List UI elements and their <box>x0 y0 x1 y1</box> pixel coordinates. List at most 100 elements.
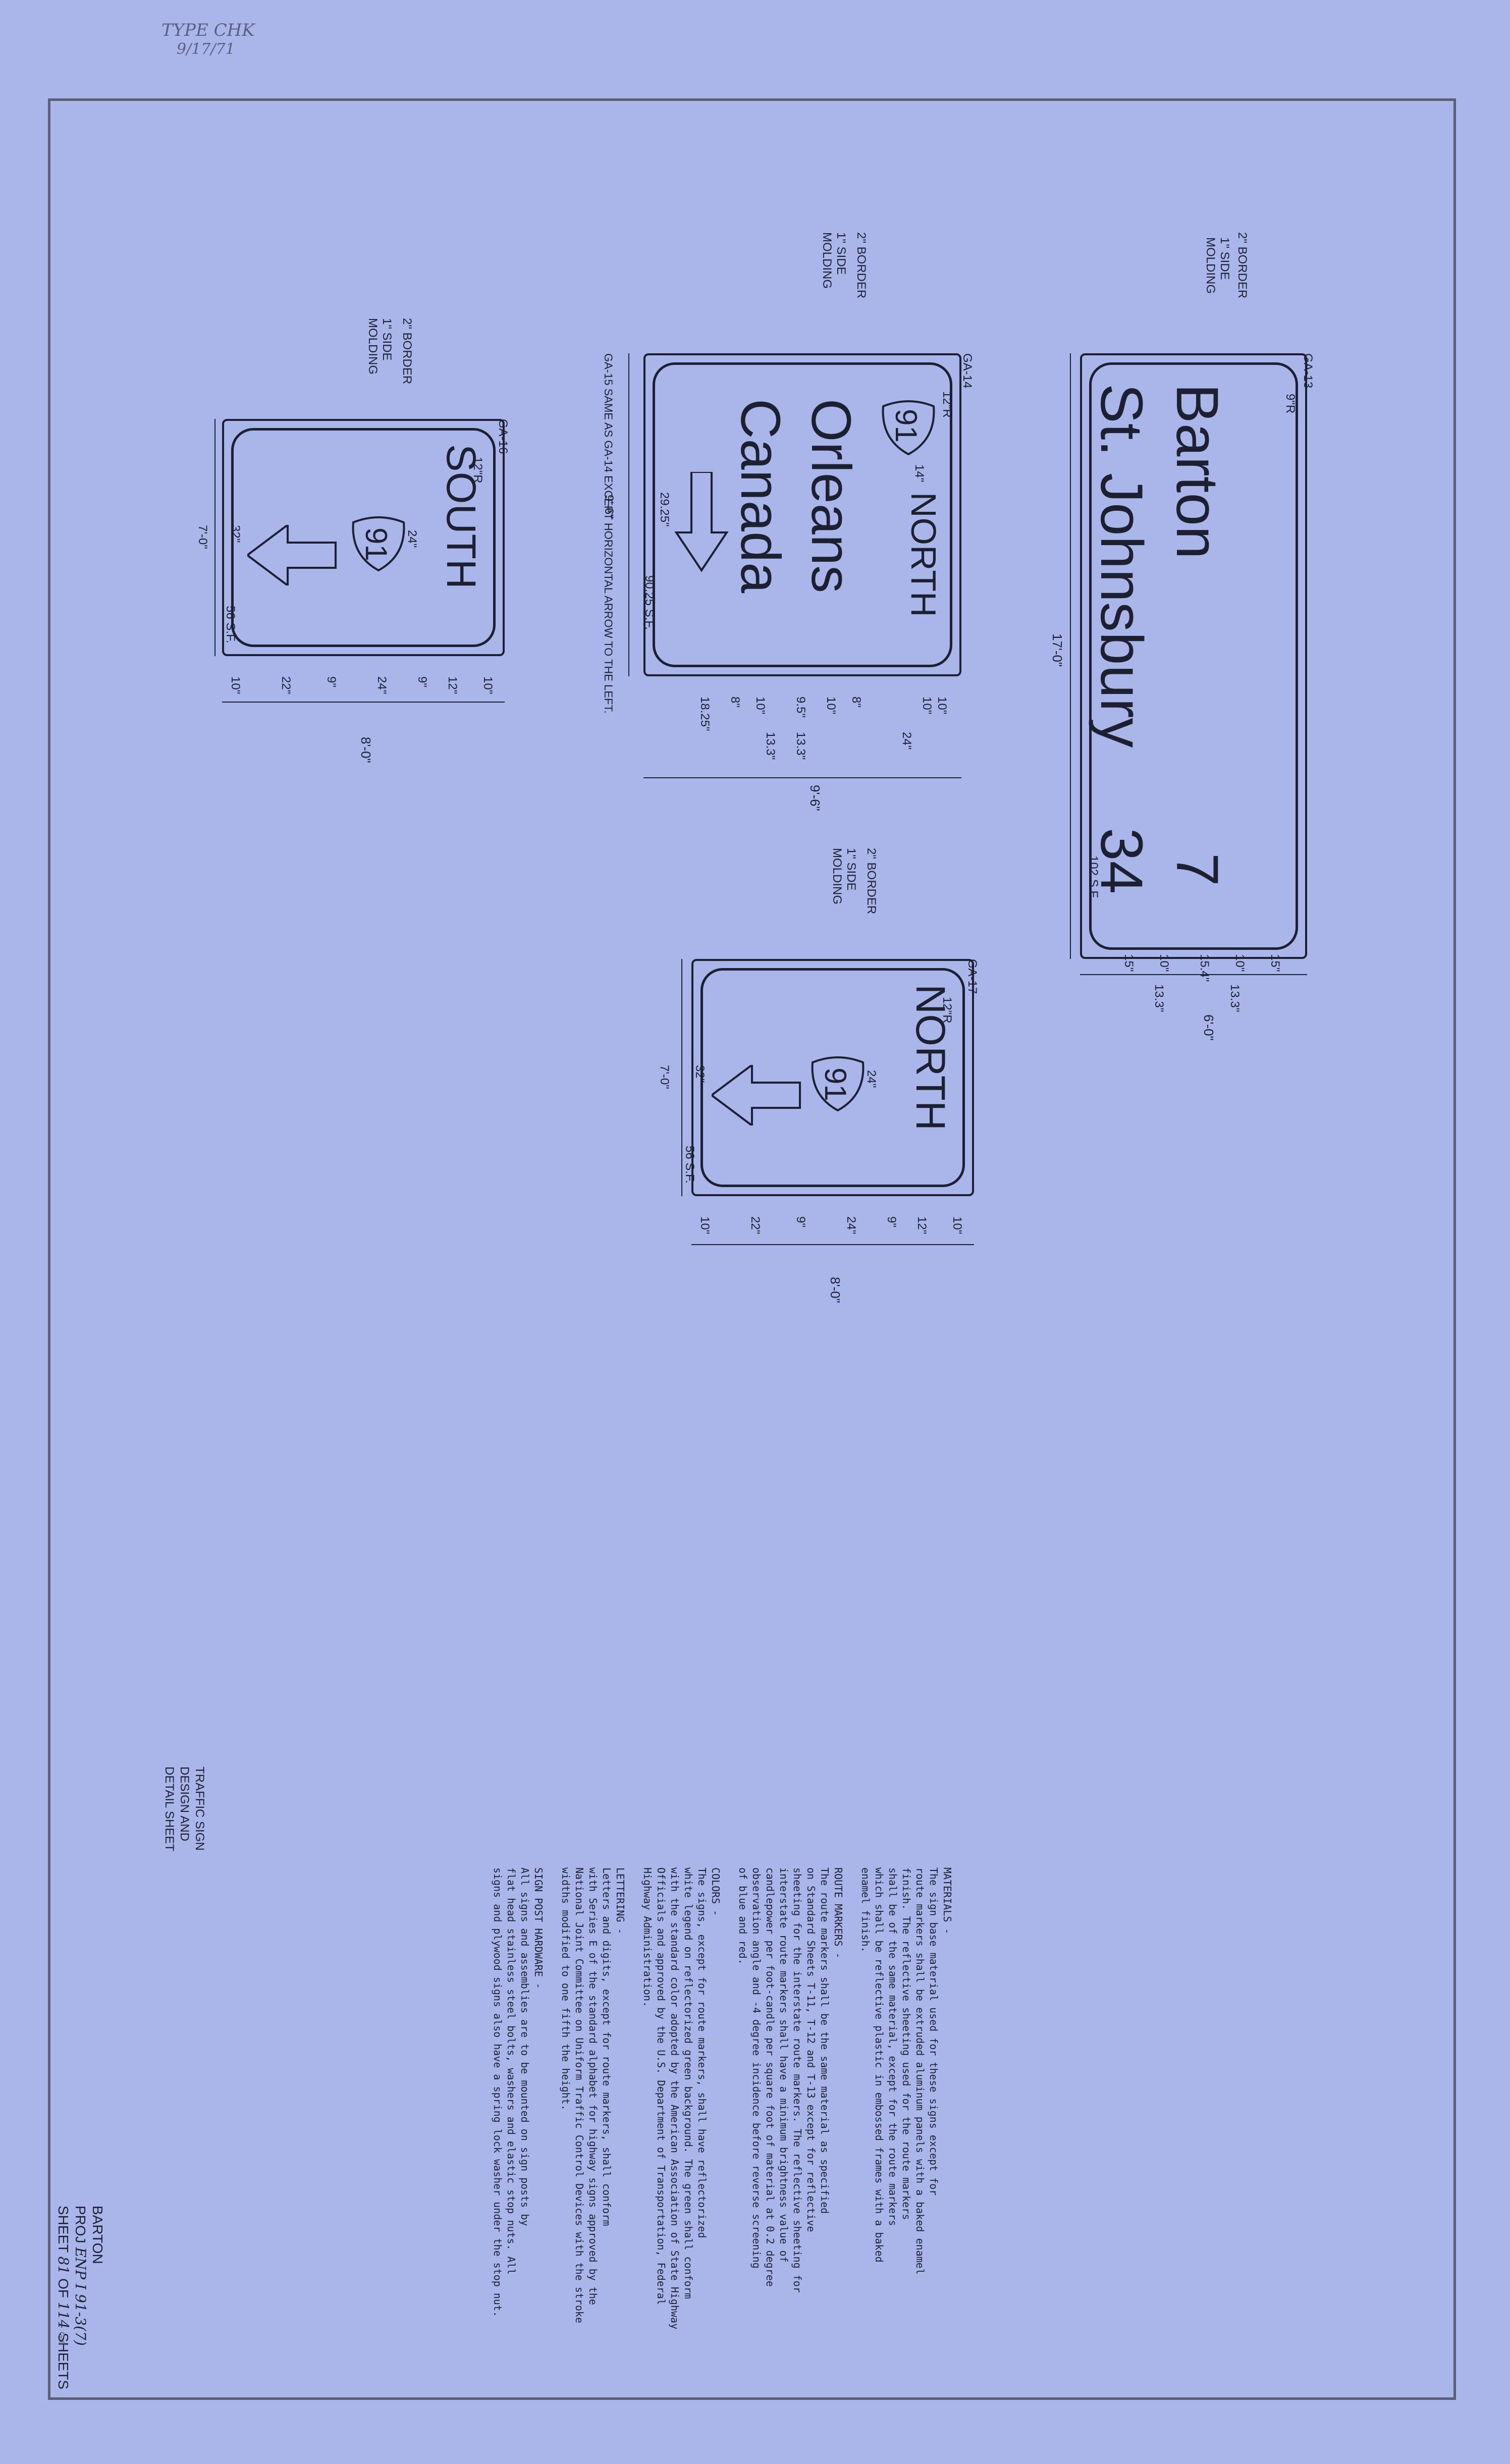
ga13-dim-5: 15" <box>1122 954 1136 972</box>
ga16-up-arrow-icon <box>247 525 337 585</box>
ga14-direction: NORTH <box>904 492 943 617</box>
sheet-number: 81 <box>55 2256 72 2275</box>
ga16-dim-3: 9" <box>415 676 429 687</box>
ga16-arrow-dim: 32" <box>229 525 242 543</box>
lettering-line: National Joint Committee on Uniform Traf… <box>573 1867 585 2324</box>
hardware-title: SIGN POST HARDWARE - <box>532 1867 545 1989</box>
ga14-width-line <box>643 777 961 778</box>
ga14-dim-2: 10" <box>920 697 934 715</box>
ga16-width: 8'-0" <box>358 737 373 763</box>
ga17-shield-dim: 24" <box>865 1070 878 1088</box>
ga17-panel <box>691 959 974 1196</box>
ga16-dim-6: 22" <box>279 676 293 694</box>
route-markers-line: The route markers shall be the same mate… <box>819 1867 831 2214</box>
materials-line: The sign base material used for these si… <box>928 1867 940 2196</box>
ga14-down-arrow-icon <box>674 472 729 572</box>
ga13-area: 102 S.F. <box>1087 855 1100 900</box>
ga16-route: 91 <box>359 527 393 561</box>
ga14-dim-4: 10" <box>824 697 838 715</box>
ga13-dim-3: 15.4" <box>1198 954 1211 982</box>
ga14-dim-8: 18.25" <box>698 697 712 731</box>
ga17-dim-3: 9" <box>885 1216 898 1227</box>
ga13-id: GA-13 <box>1301 353 1315 389</box>
ga13-border-label: 2" BORDER <box>1235 232 1249 299</box>
ga17-arrow-dim: 32" <box>693 1065 707 1083</box>
materials-title: MATERIALS - <box>941 1867 953 1935</box>
route-markers-line: of blue and red. <box>737 1867 749 1965</box>
ga14-molding-label: 1" SIDE MOLDING <box>820 232 848 289</box>
ga17-width-line <box>691 1244 974 1245</box>
ga14-route: 91 <box>889 409 923 443</box>
ga17-length: 7'-0" <box>658 1065 671 1089</box>
ga16-inner-border <box>231 428 496 647</box>
ga14-width: 9'-6" <box>807 785 823 811</box>
ga14-dim-6: 10" <box>753 697 767 715</box>
ga13-width: 6'-0" <box>1201 1014 1216 1041</box>
ga16-shield-dim: 24" <box>405 530 419 548</box>
colors-line: white legend on reflectorized green back… <box>682 1867 694 2299</box>
ga17-inner-border <box>700 968 965 1187</box>
sheet-of: OF <box>56 2278 71 2298</box>
materials-line: which shall be reflective plastic in emb… <box>873 1867 885 2263</box>
ga13-length: 17'-0" <box>1050 633 1065 667</box>
ga14-note: GA-15 SAME AS GA-14 EXCEPT HORIZONTAL AR… <box>602 353 615 714</box>
ga14-shield-dim: 14" <box>912 464 926 483</box>
ga17-dim-1: 10" <box>950 1216 964 1235</box>
ga16-length-line <box>214 419 215 656</box>
colors-line: The signs, except for route markers, sha… <box>696 1867 708 2238</box>
ga13-dim-4: 10" <box>1157 954 1171 972</box>
colors-line: Officials and approved by the U.S. Depar… <box>655 1867 667 2305</box>
title-line: DESIGN AND <box>178 1766 191 1842</box>
ga16-radius: 12"R <box>471 457 484 484</box>
lettering-line: widths modified to one fifth the height. <box>560 1867 572 2111</box>
title-line: TRAFFIC SIGN <box>193 1766 206 1851</box>
ga16-border-label: 2" BORDER <box>400 318 414 385</box>
ga13-dim-1: 15" <box>1268 954 1282 972</box>
ga17-molding-label: 1" SIDE MOLDING <box>830 848 858 905</box>
ga17-area: 56 S.F. <box>683 1146 696 1184</box>
lettering-title: LETTERING - <box>614 1867 626 1935</box>
route-markers-line: interstate route markers shall have a mi… <box>778 1867 790 2263</box>
ga17-dim-6: 22" <box>748 1216 762 1235</box>
lettering-line: Letters and digits, except for route mar… <box>601 1867 613 2226</box>
ga17-radius: 12"R <box>940 997 954 1024</box>
ga17-id: GA-17 <box>965 959 979 994</box>
ga13-width-line <box>1080 974 1307 975</box>
drawing-code: G-6 <box>57 2332 66 2345</box>
ga16-area: 56 S.F. <box>224 606 237 644</box>
ga14-length-line <box>628 353 629 676</box>
ga13-radius: 9"R <box>1283 394 1297 414</box>
colors-title: COLORS - <box>710 1867 722 1916</box>
title-block-heading: TRAFFIC SIGN DESIGN AND DETAIL SHEET <box>161 1766 207 1851</box>
ga14-arrow-dim: 29.25" <box>658 492 671 527</box>
route-markers-title: ROUTE MARKERS - <box>832 1867 844 1959</box>
ga14-dim-11: 13.3" <box>764 732 777 760</box>
route-markers-line: candlepower per foot-candle per square f… <box>764 1867 776 2287</box>
hardware-line: All signs and assemblies are to be mount… <box>519 1867 531 2226</box>
ga17-route: 91 <box>819 1067 852 1101</box>
stamp-line2: 9/17/71 <box>177 40 235 58</box>
ga14-dim-9: 24" <box>900 732 913 750</box>
general-notes: MATERIALS - The sign base material used … <box>491 1867 954 2329</box>
lettering-line: with Series E of the standard alphabet f… <box>587 1867 599 2305</box>
title-block-project: BARTON PROJ ENP I 91-3(7) SHEET 81 OF 11… <box>55 2206 106 2389</box>
ga14-line1: Orleans <box>800 399 862 594</box>
route-markers-line: observation angle and -4 degree incidenc… <box>750 1867 763 2269</box>
ga13-dim-6: 13.3" <box>1228 984 1242 1012</box>
ga17-up-arrow-icon <box>712 1065 801 1126</box>
check-stamp: TYPE CHK 9/17/71 <box>161 20 255 58</box>
ga14-border-label: 2" BORDER <box>854 232 868 299</box>
project-label: PROJ <box>73 2206 88 2243</box>
ga13-panel <box>1080 353 1307 959</box>
ga13-length-line <box>1070 353 1071 959</box>
title-line: DETAIL SHEET <box>163 1766 176 1852</box>
ga14-dim-3: 8" <box>849 697 863 708</box>
ga16-panel <box>222 419 505 656</box>
ga16-width-line <box>222 702 505 703</box>
ga17-border-label: 2" BORDER <box>865 848 878 915</box>
ga14-dim-5: 9.5" <box>794 697 807 718</box>
project-line: PROJ ENP I 91-3(7) <box>72 2206 89 2389</box>
colors-line: with the standard color adopted by the A… <box>669 1867 681 2330</box>
materials-line: shall be of the same material, except fo… <box>887 1867 899 2226</box>
ga14-radius: 12"R <box>940 391 954 418</box>
